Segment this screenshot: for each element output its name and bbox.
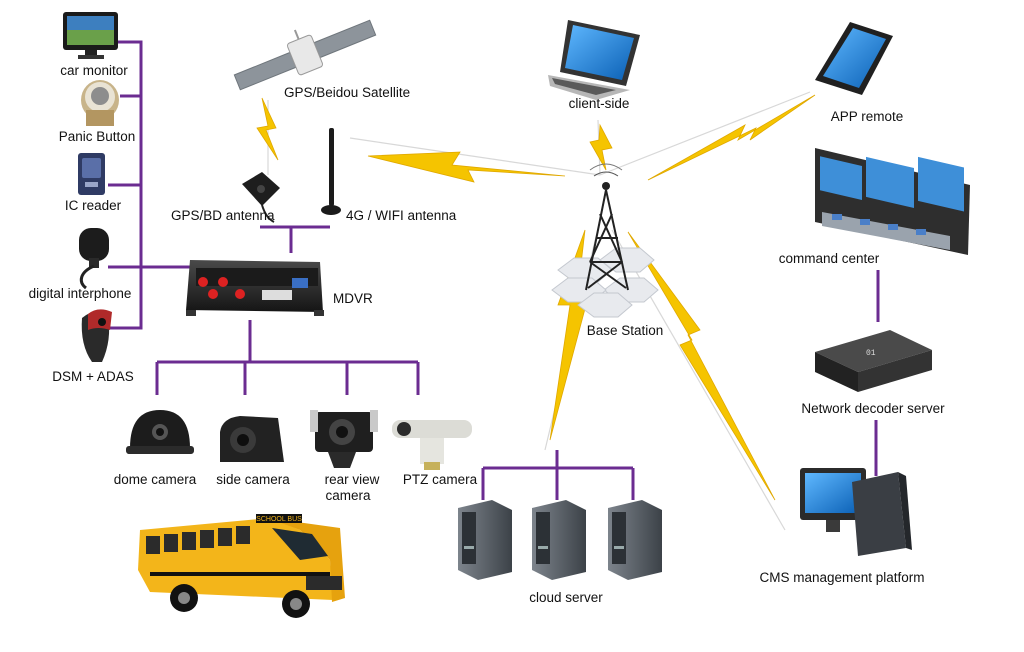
digital-interphone-icon [79, 228, 109, 290]
smartphone-icon [815, 22, 893, 95]
school-bus-icon: SCHOOL BUS [138, 514, 345, 618]
satellite-icon [233, 19, 377, 91]
label-ic-reader: IC reader [64, 198, 122, 213]
label-cms-platform: CMS management platform [759, 570, 925, 585]
label-client-side: client-side [568, 96, 630, 111]
label-dome-camera: dome camera [113, 472, 197, 487]
label-panic-button: Panic Button [58, 129, 136, 144]
ic-reader-icon [78, 153, 105, 195]
side-camera-icon [220, 416, 284, 462]
ptz-camera-icon [392, 420, 472, 470]
lightning-bolts [256, 94, 816, 501]
label-wifi-antenna: 4G / WIFI antenna [346, 208, 457, 223]
car-monitor-icon [63, 12, 118, 59]
label-gps-bd-antenna: GPS/BD antenna [171, 208, 275, 223]
label-app-remote: APP remote [830, 109, 904, 124]
label-ptz-camera: PTZ camera [402, 472, 478, 487]
dsm-adas-icon [81, 309, 112, 362]
label-digital-interphone: digital interphone [28, 286, 132, 301]
decoder-server-icon: 01 [815, 330, 932, 392]
label-dsm-adas: DSM + ADAS [52, 369, 134, 384]
base-station-icon [551, 163, 659, 318]
command-center-icon [815, 148, 970, 255]
label-mdvr: MDVR [333, 291, 373, 306]
mdvr-icon [186, 260, 324, 316]
label-car-monitor: car monitor [60, 63, 128, 78]
wifi-antenna-icon [321, 128, 341, 215]
label-network-decoder-server: Network decoder server [801, 401, 945, 416]
connector-lines [100, 40, 880, 500]
dome-camera-icon [126, 410, 194, 454]
label-base-station: Base Station [586, 323, 664, 338]
cloud-server-icon [458, 500, 662, 580]
label-command-center: command center [778, 251, 880, 266]
label-rear-view-camera-line2: camera [325, 488, 371, 503]
rear-view-camera-icon [310, 410, 378, 468]
gps-antenna-icon [242, 172, 280, 223]
cms-platform-icon [800, 468, 912, 556]
panic-button-icon [81, 80, 119, 126]
label-rear-view-camera-line1: rear view [324, 472, 380, 487]
bus-sign: SCHOOL BUS [256, 516, 302, 523]
label-gps-satellite: GPS/Beidou Satellite [284, 85, 411, 100]
label-cloud-server: cloud server [529, 590, 603, 605]
label-side-camera: side camera [216, 472, 290, 487]
laptop-icon [548, 20, 640, 100]
svg-text:01: 01 [866, 349, 876, 358]
